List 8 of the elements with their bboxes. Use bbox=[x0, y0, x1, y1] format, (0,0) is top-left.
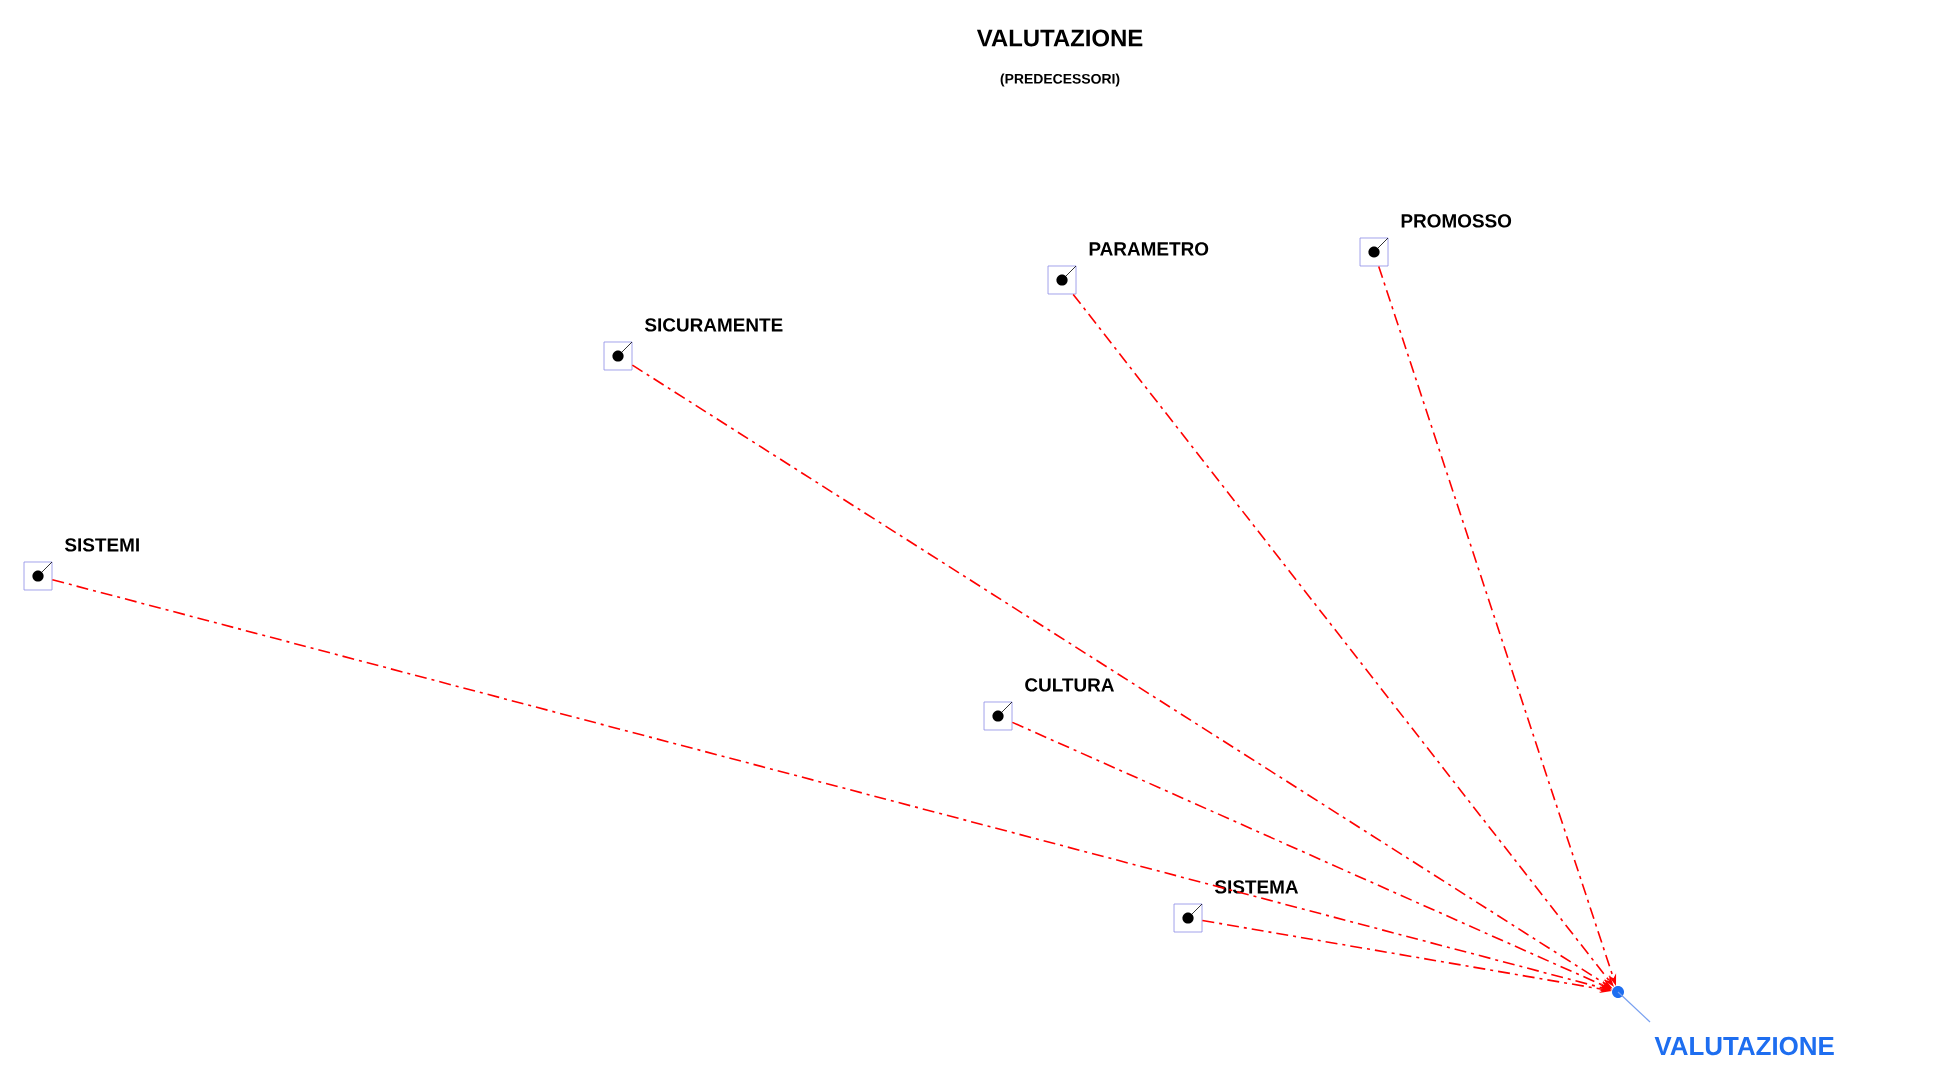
node-label: VALUTAZIONE bbox=[1654, 1036, 1834, 1056]
node-label: SISTEMI bbox=[64, 538, 139, 552]
node-label: SISTEMA bbox=[1214, 880, 1299, 894]
title: VALUTAZIONE bbox=[976, 29, 1143, 47]
node-label: CULTURA bbox=[1025, 678, 1114, 692]
node-label: PROMOSSO bbox=[1401, 214, 1512, 228]
node-label: PARAMETRO bbox=[1089, 242, 1209, 256]
node-label: SICURAMENTE bbox=[644, 318, 783, 332]
